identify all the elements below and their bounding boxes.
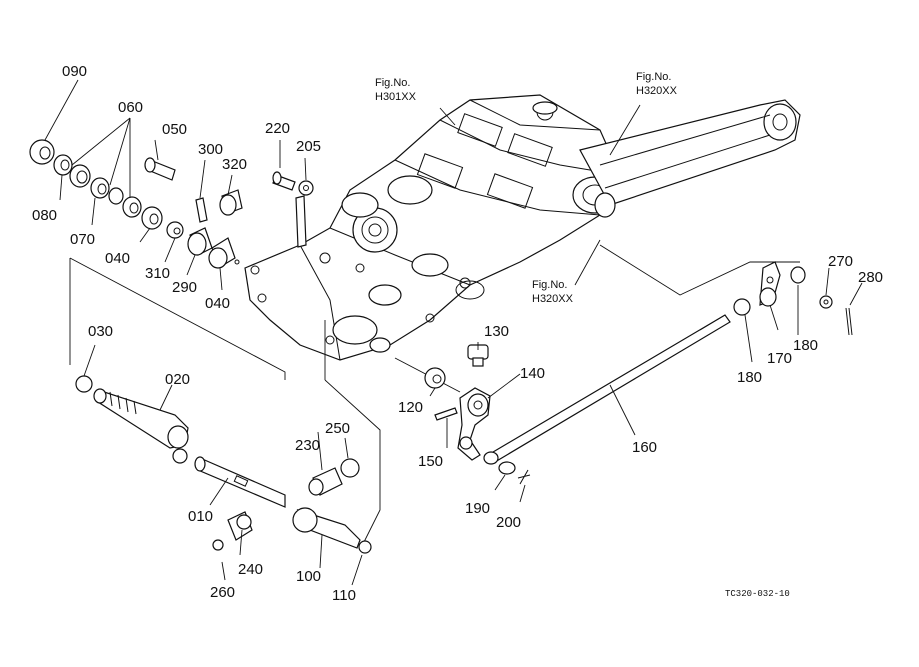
fig-ref-number: H320XX: [532, 293, 574, 305]
part-label-180: 180: [793, 337, 818, 354]
lever-assembly: [394, 344, 531, 485]
valve-parts: [29, 139, 314, 269]
fig-ref-label: Fig.No.: [375, 77, 410, 89]
rear-linkage-box: [599, 244, 853, 336]
part-label-220: 220: [265, 120, 290, 137]
part-label-205: 205: [296, 138, 321, 155]
part-label-040b: 040: [205, 295, 230, 312]
part-label-290: 290: [172, 279, 197, 296]
part-label-170: 170: [767, 350, 792, 367]
part-label-250: 250: [325, 420, 350, 437]
part-label-150: 150: [418, 453, 443, 470]
shaft-parts: [75, 375, 372, 554]
lift-arm: [579, 99, 801, 218]
part-label-160: 160: [632, 439, 657, 456]
group-leaders: [69, 257, 381, 551]
part-label-040: 040: [105, 250, 130, 267]
fig-ref-number: H320XX: [636, 85, 678, 97]
part-label-080: 080: [32, 207, 57, 224]
part-label-030: 030: [88, 323, 113, 340]
part-label-010: 010: [188, 508, 213, 525]
figure-ref-h320-lower: Fig.No. H320XX: [532, 279, 574, 305]
part-label-310: 310: [145, 265, 170, 282]
figure-ref-h320-arm: Fig.No. H320XX: [636, 71, 678, 97]
part-label-180b: 180: [737, 369, 762, 386]
part-label-320: 320: [222, 156, 247, 173]
part-label-140: 140: [520, 365, 545, 382]
part-label-190: 190: [465, 500, 490, 517]
fig-ref-number: H301XX: [375, 91, 417, 103]
part-label-090: 090: [62, 63, 87, 80]
part-labels: 090 060 050 300 320 220 205 080 070 040 …: [32, 63, 883, 604]
fig-ref-label: Fig.No.: [532, 279, 567, 291]
label-leaders: [44, 79, 863, 586]
part-label-260: 260: [210, 584, 235, 601]
part-label-270: 270: [828, 253, 853, 270]
part-label-120: 120: [398, 399, 423, 416]
part-label-280: 280: [858, 269, 883, 286]
figure-ref-h301: Fig.No. H301XX: [375, 77, 417, 103]
drawing-code: TC320-032-10: [725, 589, 790, 599]
part-label-110: 110: [332, 587, 356, 604]
part-label-240: 240: [238, 561, 263, 578]
part-label-100: 100: [296, 568, 321, 585]
part-label-200: 200: [496, 514, 521, 531]
part-label-050: 050: [162, 121, 187, 138]
part-label-130: 130: [484, 323, 509, 340]
part-label-300: 300: [198, 141, 223, 158]
control-rod: [483, 314, 731, 465]
part-label-020: 020: [165, 371, 190, 388]
part-label-060: 060: [118, 99, 143, 116]
part-label-230: 230: [295, 437, 320, 454]
fig-ref-label: Fig.No.: [636, 71, 671, 83]
part-label-070: 070: [70, 231, 95, 248]
